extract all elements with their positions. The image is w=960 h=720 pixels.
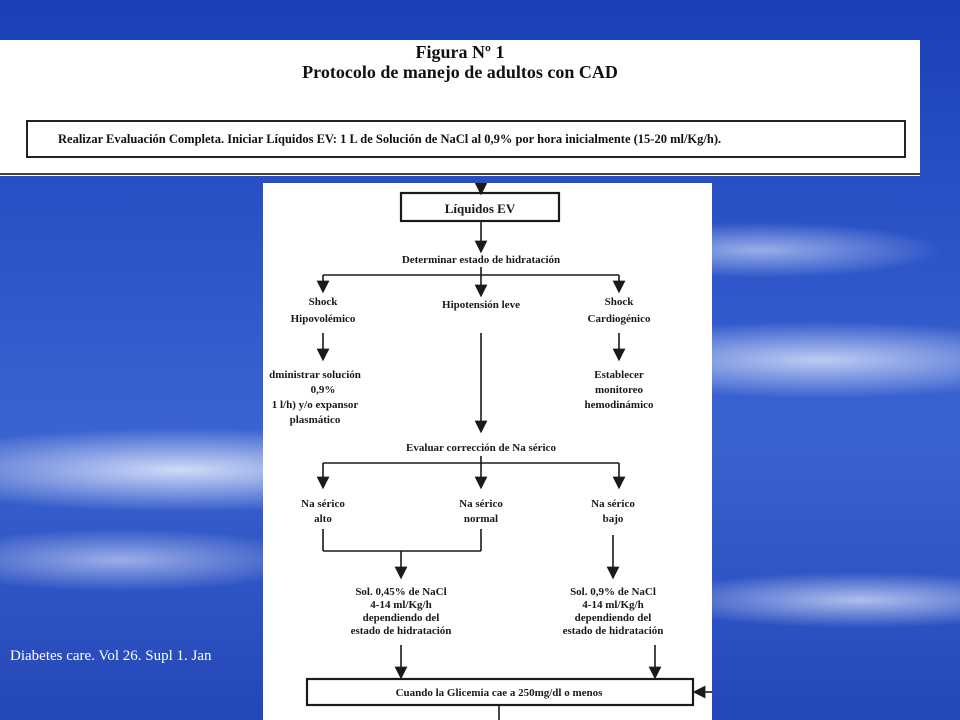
- sol-045-line-3: dependiendo del: [363, 612, 440, 624]
- figure-header-panel: Figura Nº 1 Protocolo de manejo de adult…: [0, 40, 920, 176]
- shock-cardiogenic-label-2: Cardiogénico: [588, 313, 651, 325]
- evaluate-na-label: Evaluar corrección de Na sérico: [406, 442, 556, 454]
- header-divider: [0, 173, 920, 175]
- shock-cardiogenic-label-1: Shock: [605, 296, 635, 308]
- sol-045-line-2: 4-14 ml/Kg/h: [370, 599, 431, 611]
- cardio-action-line-3: hemodinámico: [584, 399, 654, 411]
- na-high-line-2: alto: [314, 513, 332, 525]
- na-low-line-2: bajo: [603, 513, 624, 525]
- cardio-action-line-1: Establecer: [594, 369, 644, 381]
- na-normal-line-2: normal: [464, 513, 498, 525]
- determine-hydration-label: Determinar estado de hidratación: [402, 254, 560, 266]
- sol-09-line-4: estado de hidratación: [563, 625, 664, 637]
- figure-number: Figura Nº 1: [415, 42, 505, 62]
- flowchart-panel: Líquidos EV Determinar estado de hidrata…: [263, 183, 712, 720]
- fluids-box-border: [399, 191, 561, 223]
- flowchart: Líquidos EV Determinar estado de hidrata…: [269, 183, 712, 720]
- hypo-action-line-1: dministrar solución: [269, 369, 361, 381]
- hypo-action-line-3: 1 l/h) y/o expansor: [272, 399, 359, 411]
- initial-instruction-text: Realizar Evaluación Completa. Iniciar Lí…: [58, 131, 722, 146]
- citation-text: Diabetes care. Vol 26. Supl 1. Jan: [10, 648, 212, 664]
- sol-045-line-1: Sol. 0,45% de NaCl: [355, 586, 446, 598]
- hypo-action-line-4: plasmático: [290, 414, 341, 426]
- sol-045-line-4: estado de hidratación: [351, 625, 452, 637]
- figure-caption: Protocolo de manejo de adultos con CAD: [302, 62, 618, 82]
- na-high-line-1: Na sérico: [301, 498, 345, 510]
- shock-hypovolemic-label-1: Shock: [309, 296, 339, 308]
- fluids-box-label: Líquidos EV: [445, 201, 516, 216]
- glycemia-box-label: Cuando la Glicemia cae a 250mg/dl o meno…: [396, 687, 604, 699]
- cardio-action-line-2: monitoreo: [595, 384, 644, 396]
- hypo-action-line-2: 0,9%: [311, 384, 336, 396]
- sol-09-line-1: Sol. 0,9% de NaCl: [570, 586, 656, 598]
- sol-09-line-2: 4-14 ml/Kg/h: [582, 599, 643, 611]
- sol-09-line-3: dependiendo del: [575, 612, 652, 624]
- initial-instruction-box: Realizar Evaluación Completa. Iniciar Lí…: [26, 120, 906, 158]
- shock-hypovolemic-label-2: Hipovolémico: [291, 313, 356, 325]
- na-low-line-1: Na sérico: [591, 498, 635, 510]
- mild-hypotension-label: Hipotensión leve: [442, 299, 520, 311]
- na-normal-line-1: Na sérico: [459, 498, 503, 510]
